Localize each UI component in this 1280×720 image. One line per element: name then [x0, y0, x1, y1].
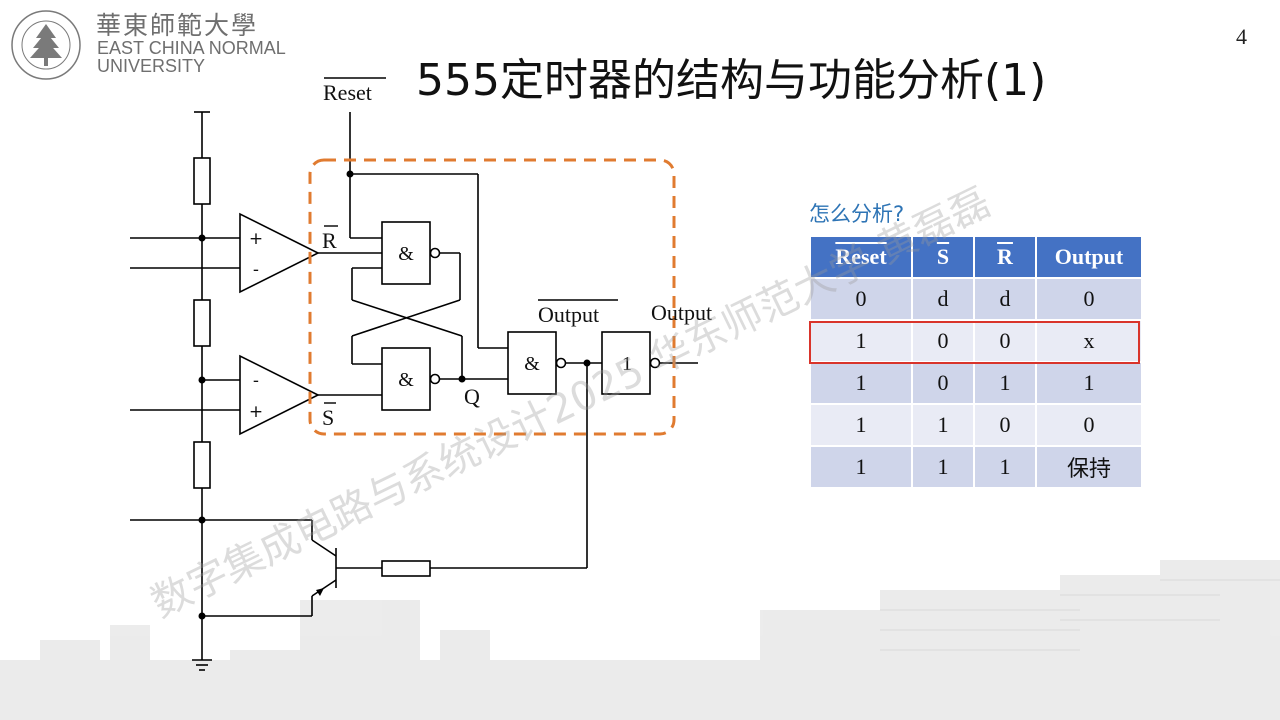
- table-cell: 0: [1035, 403, 1143, 447]
- table-cell: x: [1035, 319, 1143, 363]
- table-cell: 0: [973, 403, 1037, 447]
- reset-label: Reset: [323, 80, 372, 105]
- table-cell: 1: [911, 403, 975, 447]
- table-cell: 1: [809, 403, 913, 447]
- table-cell: 1: [973, 361, 1037, 405]
- table-cell: 0: [973, 319, 1037, 363]
- output-bar-label: Output: [538, 302, 599, 327]
- r-bar-label: R: [322, 228, 337, 253]
- comparator-1: [239, 212, 320, 294]
- table-cell: d: [911, 277, 975, 321]
- comparator-2: [239, 354, 320, 436]
- not-gate-symbol: 1: [622, 353, 632, 375]
- truth-table-header-row: Reset S R Output: [809, 237, 1143, 278]
- slide-title: 555定时器的结构与功能分析(1): [416, 55, 1047, 106]
- table-row: 1 1 1 保持: [809, 445, 1143, 489]
- table-cell: 1: [809, 361, 913, 405]
- q-label: Q: [464, 384, 480, 409]
- logo-english-name-line2: UNIVERSITY: [97, 56, 206, 76]
- table-cell: 1: [973, 445, 1037, 489]
- table-cell: 1: [911, 445, 975, 489]
- table-cell: 0: [911, 319, 975, 363]
- output-label: Output: [651, 300, 712, 325]
- logo-english-name-line1: EAST CHINA NORMAL: [97, 38, 286, 58]
- table-row: 1 0 1 1: [809, 361, 1143, 405]
- flip-flop-dashed-box: [308, 158, 676, 436]
- nand-gate-1-symbol: &: [398, 243, 414, 265]
- logo-chinese-name: 華東師範大學: [96, 11, 259, 40]
- table-cell: d: [973, 277, 1037, 321]
- nand-gate-3-symbol: &: [524, 353, 540, 375]
- highlighted-row-box: [809, 321, 1140, 364]
- university-emblem-icon: [11, 10, 81, 80]
- divider-resistor-2: [193, 299, 211, 347]
- comparator-2-plus: +: [249, 402, 263, 422]
- table-cell: 1: [809, 445, 913, 489]
- university-logo: [8, 6, 298, 82]
- header-s-bar: S: [911, 237, 975, 278]
- header-output: Output: [1035, 237, 1143, 278]
- comparator-1-minus: -: [253, 260, 259, 280]
- divider-resistor-3: [193, 441, 211, 489]
- table-row: 0 d d 0: [809, 277, 1143, 321]
- analysis-question: 怎么分析?: [809, 202, 905, 226]
- truth-table: Reset S R Output 0 d d 0 1 0 0 x 1 0 1 1…: [809, 237, 1143, 489]
- table-cell: 0: [911, 361, 975, 405]
- table-cell: 0: [1035, 277, 1143, 321]
- table-row: 1 1 0 0: [809, 403, 1143, 447]
- table-cell: 保持: [1035, 445, 1143, 489]
- table-cell: 1: [1035, 361, 1143, 405]
- comparator-1-plus: +: [249, 229, 263, 249]
- divider-resistor-1: [193, 157, 211, 205]
- table-cell: 0: [809, 277, 913, 321]
- base-resistor: [381, 560, 431, 577]
- header-reset: Reset: [809, 237, 913, 278]
- header-r-bar: R: [973, 237, 1037, 278]
- nand-gate-2-symbol: &: [398, 369, 414, 391]
- s-bar-label: S: [322, 405, 334, 430]
- page-number: 4: [1236, 24, 1247, 49]
- comparator-2-minus: -: [253, 371, 259, 391]
